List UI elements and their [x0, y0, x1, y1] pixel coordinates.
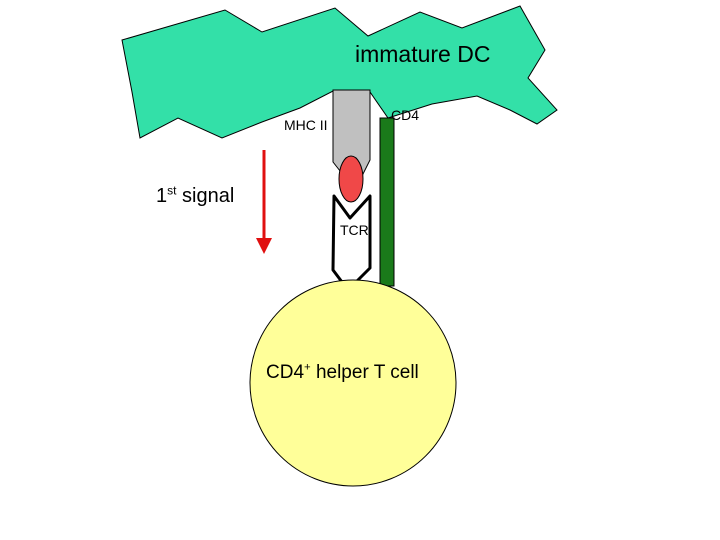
t-cell-label-suffix: helper T cell	[315, 362, 419, 383]
signal-ordinal: 1	[156, 185, 168, 207]
peptide-antigen	[338, 155, 364, 203]
first-signal-label: 1st signal	[156, 183, 235, 208]
signal-word: signal	[182, 185, 235, 207]
dendritic-cell-label: immature DC	[355, 41, 491, 67]
cd4-label: CD4	[391, 107, 420, 123]
mhc-ii-label: MHC II	[284, 117, 328, 133]
tcr-molecule	[331, 194, 372, 292]
dendritic-cell-shape	[121, 5, 558, 139]
t-cell-label-prefix: CD4	[266, 362, 305, 383]
signal-arrow-head	[256, 238, 272, 254]
t-cell-label-sup: +	[304, 361, 311, 374]
signal-ordinal-suffix: st	[167, 183, 177, 198]
t-cell-label: CD4+ helper T cell	[266, 362, 419, 384]
tcr-label: TCR	[340, 222, 369, 238]
t-cell-shape	[249, 279, 457, 487]
cd4-molecule	[379, 117, 395, 287]
